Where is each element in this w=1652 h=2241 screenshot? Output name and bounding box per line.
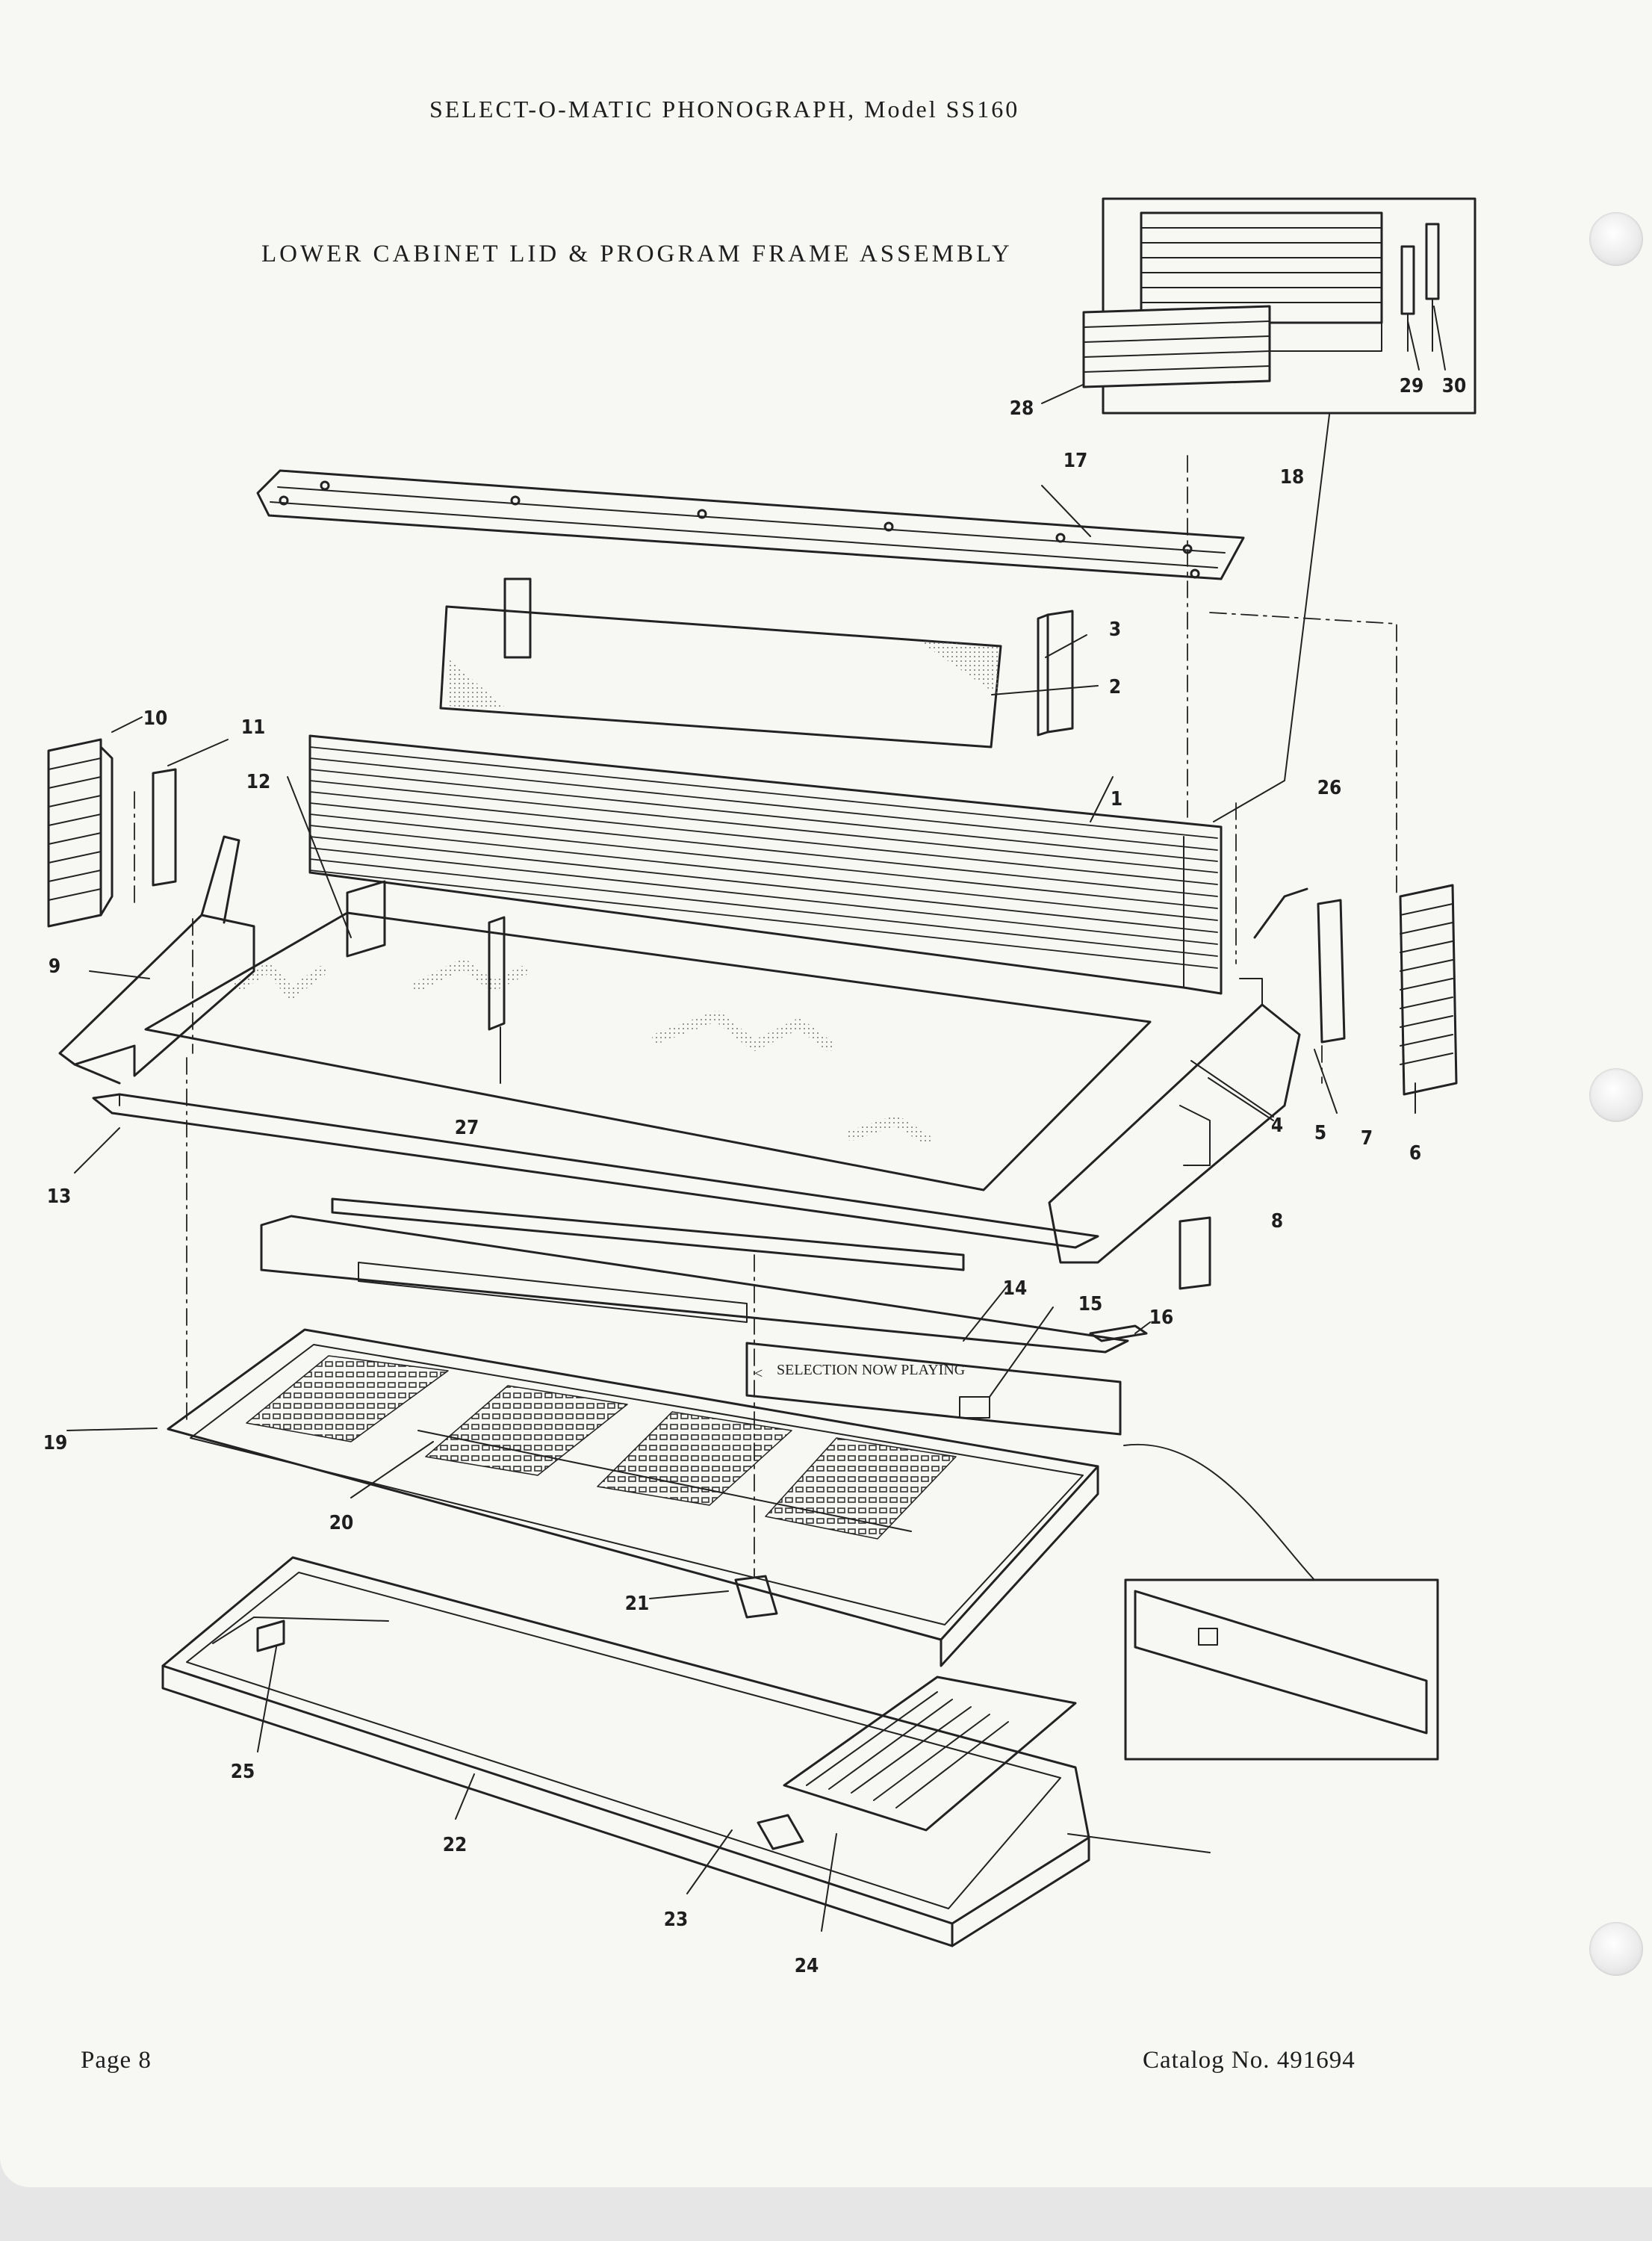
part-label-2: 2: [1109, 676, 1121, 698]
part-10-left-grille: [47, 738, 114, 928]
assembly-lines: [134, 455, 1397, 1577]
part-label-13: 13: [47, 1185, 72, 1208]
part-label-25: 25: [231, 1761, 255, 1783]
part-label-21: 21: [625, 1593, 650, 1615]
part-label-8: 8: [1271, 1210, 1283, 1233]
selection-sign-arrow: <: [754, 1366, 763, 1382]
part-9-left-bracket: [58, 835, 255, 1085]
part-label-9: 9: [49, 955, 60, 978]
part-15-selection-strip: SELECTION NOW PLAYING <: [745, 1342, 1122, 1436]
part-label-29: 29: [1400, 375, 1424, 397]
part-label-10: 10: [143, 707, 168, 730]
part-label-18: 18: [1280, 466, 1305, 489]
part-number-labels: 1 2 3 4 5 6 7 8 9 10 11 12 13 14 15 16 1…: [43, 375, 1467, 1977]
part-5-right-bracket: [1048, 978, 1301, 1264]
part-27-bracket: [488, 916, 506, 1031]
part-25-latch: [256, 1619, 285, 1652]
part-12-bracket: [346, 880, 386, 958]
part-label-7: 7: [1361, 1127, 1373, 1150]
part-23-clip: [757, 1814, 804, 1850]
part-label-12: 12: [246, 771, 271, 793]
part-label-19: 19: [43, 1432, 68, 1454]
part-label-17: 17: [1063, 450, 1088, 472]
inset-detail-28-30: [1082, 197, 1476, 415]
part-14-marquee-channel: [260, 1215, 1129, 1354]
part-label-26: 26: [1317, 777, 1342, 799]
part-label-1: 1: [1111, 788, 1122, 810]
part-19-program-frame: [167, 1328, 1099, 1667]
part-label-23: 23: [664, 1909, 689, 1931]
part-label-11: 11: [241, 716, 266, 739]
part-label-4: 4: [1271, 1115, 1283, 1137]
part-11-bracket: [152, 768, 177, 887]
page-header-title: SELECT-O-MATIC PHONOGRAPH, Model SS160: [429, 96, 1020, 123]
part-14-strip: [331, 1197, 965, 1271]
part-label-6: 6: [1409, 1142, 1421, 1165]
part-21-clip: [734, 1575, 778, 1619]
part-label-22: 22: [443, 1834, 468, 1856]
part-label-5: 5: [1314, 1122, 1326, 1144]
binder-hole-top: [1589, 212, 1643, 266]
part-4-glass-panel: [144, 911, 1152, 1191]
part-label-16: 16: [1149, 1307, 1174, 1329]
part-label-3: 3: [1109, 619, 1121, 641]
part-8-bracket: [1179, 1216, 1211, 1290]
binder-hole-bottom: [1589, 1922, 1643, 1976]
section-title: LOWER CABINET LID & PROGRAM FRAME ASSEMB…: [261, 241, 1013, 267]
part-label-14: 14: [1003, 1277, 1028, 1300]
part-17-top-rail: [256, 469, 1245, 580]
part-7-bracket: [1317, 899, 1346, 1044]
part-16-trim: [1089, 1324, 1148, 1342]
leader-lines: [66, 306, 1446, 1932]
part-13-front-rail: [92, 1093, 1099, 1249]
part-6-right-grille: [1399, 884, 1458, 1096]
part-22-base-frame: [161, 1556, 1090, 1947]
selection-sign-text: SELECTION NOW PLAYING: [777, 1362, 965, 1378]
page-number: Page 8: [81, 2047, 152, 2074]
part-label-27: 27: [455, 1117, 479, 1139]
manual-page: [0, 0, 1652, 2187]
binder-hole-middle: [1589, 1068, 1643, 1122]
part-label-20: 20: [329, 1512, 354, 1534]
catalog-number: Catalog No. 491694: [1143, 2047, 1356, 2074]
inset-detail-strip: [1124, 1578, 1439, 1761]
part-label-24: 24: [795, 1955, 819, 1977]
part-label-15: 15: [1078, 1293, 1103, 1315]
part-label-30: 30: [1442, 375, 1467, 397]
part-2-grille-cloth: [439, 577, 1074, 748]
part-26-arm: [1253, 887, 1308, 939]
part-1-louvered-panel: [308, 734, 1223, 995]
part-24-tray: [783, 1676, 1077, 1832]
part-label-28: 28: [1010, 397, 1034, 420]
